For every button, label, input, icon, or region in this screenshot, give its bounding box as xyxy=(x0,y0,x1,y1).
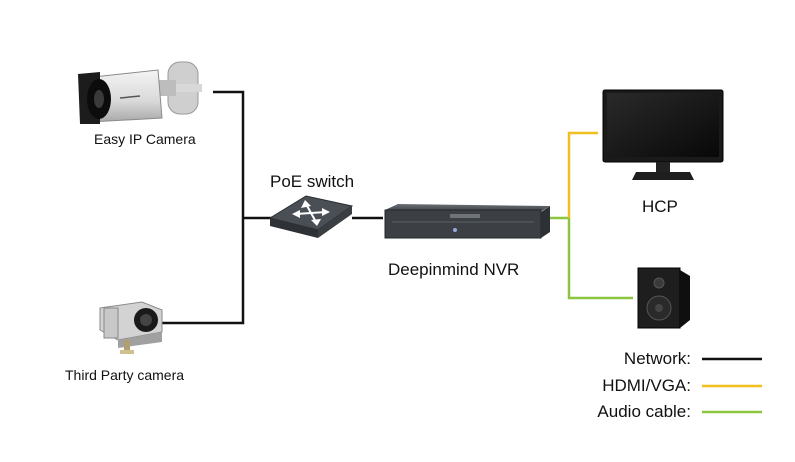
hdmi-line xyxy=(567,131,598,218)
hcp-label: HCP xyxy=(642,197,678,216)
speaker-icon xyxy=(637,267,690,329)
third-party-camera-icon xyxy=(99,301,163,354)
legend-label-audio: Audio cable: xyxy=(597,402,691,421)
easy-ip-camera-label: Easy IP Camera xyxy=(94,131,196,147)
network-line-third-party-camera xyxy=(162,218,245,325)
nvr-label: Deepinmind NVR xyxy=(388,260,520,279)
poe-switch-icon xyxy=(268,195,354,238)
nvr-device-icon xyxy=(384,204,550,239)
network-line-easy-camera xyxy=(213,90,245,218)
third-party-camera-label: Third Party camera xyxy=(65,367,185,383)
audio-line xyxy=(567,218,633,300)
monitor-icon xyxy=(602,89,724,180)
poe-switch-label: PoE switch xyxy=(270,172,355,191)
legend-label-hdmi: HDMI/VGA: xyxy=(602,376,691,395)
easy-ip-camera-icon xyxy=(78,61,202,124)
legend-label-network: Network: xyxy=(623,349,691,368)
